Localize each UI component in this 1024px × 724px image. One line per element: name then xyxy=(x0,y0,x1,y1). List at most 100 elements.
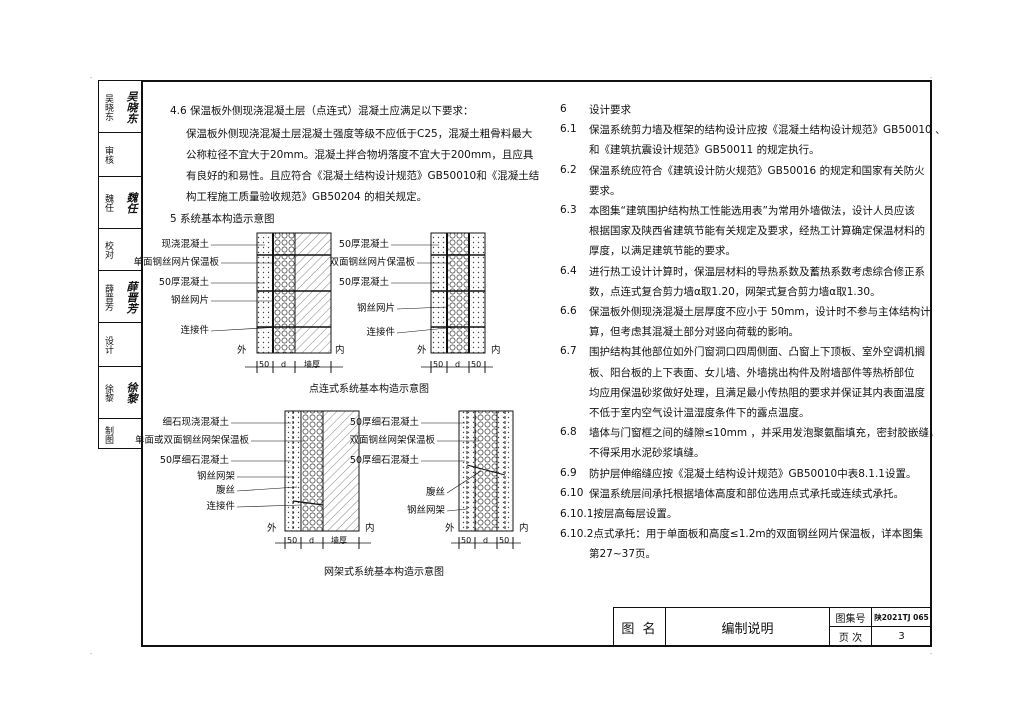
paragraph-line: 构工程施工质量验收规范》GB50204 的相关规定。 xyxy=(186,191,428,203)
outside-label: 外 xyxy=(267,523,277,534)
clause-number: 6.1 xyxy=(560,123,577,136)
inside-label: 内 xyxy=(365,523,375,534)
paragraph-line: 公称粒径不宜大于20mm。混凝土拌合物坍落度不宜大于200mm，且应具 xyxy=(186,149,534,161)
signature-handwriting: 薛晋芳 xyxy=(125,280,138,314)
clause-line: 不得采用水泥砂浆填缝。 xyxy=(589,447,705,460)
clause-line: 围护结构其他部位如外门窗洞口四周侧面、凸窗上下顶板、室外空调机搁 xyxy=(589,346,925,359)
clause-number: 6.7 xyxy=(560,345,577,358)
diagram-label: 连接件 xyxy=(366,327,395,338)
title-name-label: 图 名 xyxy=(614,608,666,646)
signature-cell: 校对 xyxy=(99,229,142,271)
signature-role-label: 校对 xyxy=(103,241,113,259)
clause-line: 本图集“建筑围护结构热工性能选用表”为常用外墙做法，设计人员应该 xyxy=(589,205,915,217)
atlas-number: 陕2021TJ 065 xyxy=(872,608,931,627)
dim-label: d xyxy=(483,536,489,545)
dim-label: d xyxy=(309,536,315,545)
clause-line: 均应用保温砂浆做好处理，且满足最小传热阻的要求并保证其内表面温度 xyxy=(589,386,925,399)
diagram-label: 双面钢丝网架保温板 xyxy=(349,435,435,446)
outside-label: 外 xyxy=(445,523,455,534)
clause-number: 6.9 xyxy=(560,466,577,479)
signature-cell: 设计 xyxy=(99,323,142,367)
dim-label: d xyxy=(455,360,461,369)
dim-label: d xyxy=(281,360,287,369)
clause-line: 进行热工设计计算时，保温层材料的导热系数及蓄热系数考虑综合修正系 xyxy=(589,265,925,278)
outside-label: 外 xyxy=(237,345,247,356)
clause-line: 要求。 xyxy=(589,184,621,197)
diagram-label: 单面或双面钢丝网架保温板 xyxy=(134,435,249,446)
title-name: 编制说明 xyxy=(666,608,830,646)
diagram-label: 现浇混凝土 xyxy=(161,239,209,250)
clause-line: 6.10.1按层高每层设置。 xyxy=(560,508,678,520)
atlas-label: 图集号 xyxy=(830,608,872,627)
signature-role-label: 魏任 xyxy=(103,194,113,212)
dim-label: 50 xyxy=(259,360,270,369)
title-block: 图 名 编制说明 图集号 陕2021TJ 065 页 次 3 xyxy=(613,607,932,647)
clause-number: 6.2 xyxy=(560,163,577,176)
diagram-label: 连接件 xyxy=(206,501,235,512)
signature-role-label: 审核 xyxy=(103,146,113,164)
diagram-label: 细石现浇混凝土 xyxy=(162,417,229,428)
signature-cell: 薛晋芳 薛晋芳 xyxy=(99,271,142,323)
clause-line: 6.10.2点式承托：用于单面板和高度≤1.2m的双面钢丝网片保温板，详本图集 xyxy=(560,528,924,541)
clause-line: 板、阳台板的上下表面、女儿墙、外墙挑出构件及附墙部件等热桥部位 xyxy=(589,366,915,379)
signature-cell: 徐黎徐黎 xyxy=(99,367,142,419)
clause-number: 6.6 xyxy=(560,305,577,317)
dim-label: 50 xyxy=(287,536,298,545)
signature-cell: 制图 xyxy=(99,419,142,450)
diagram-label: 连接件 xyxy=(180,325,209,336)
diagram-point-single xyxy=(210,232,343,373)
paragraph-line: 保温板外侧现浇混凝土层混凝土强度等级不应低于C25，混凝土粗骨料最大 xyxy=(186,128,533,140)
diagram-label: 双面钢丝网片保温板 xyxy=(329,257,415,268)
dim-label: 墙厚 xyxy=(331,536,347,545)
clause-line: 厚度，以满足建筑节能的要求。 xyxy=(589,245,736,258)
signature-handwriting: 徐黎 xyxy=(125,382,138,404)
diagram-label: 50厚混凝土 xyxy=(158,277,209,288)
dim-label: 50 xyxy=(471,360,482,369)
signature-cell: 吴晓东吴晓东 xyxy=(99,81,142,133)
diagram-frame-double xyxy=(421,410,521,549)
clause-line: 算，但考虑其混凝土部分对竖向荷载的影响。 xyxy=(589,326,799,339)
inside-label: 内 xyxy=(519,523,529,534)
construction-diagrams xyxy=(210,232,521,549)
clause-line: 保温系统层间承托根据墙体高度和部位选用点式承托或连续式承托。 xyxy=(589,487,904,500)
clause-line: 和《建筑抗震设计规范》GB50011 的规定执行。 xyxy=(589,144,820,157)
page-label: 页 次 xyxy=(830,627,872,646)
section-5-heading: 5 系统基本构造示意图 xyxy=(170,213,275,225)
paragraph-line: 有良好的和易性。且应符合《混凝土结构设计规范》GB50010和《混凝土结 xyxy=(186,170,540,182)
outside-label: 外 xyxy=(417,345,427,356)
diagram-label: 50厚细石混凝土 xyxy=(349,417,419,428)
signature-strip: 吴晓东吴晓东审核魏任魏任校对薛晋芳薛晋芳设计徐黎徐黎制图 xyxy=(98,80,142,450)
clause-number: 6.4 xyxy=(560,264,577,277)
signature-role-label: 制图 xyxy=(103,425,113,444)
clause-line: 数，点连式复合剪力墙α取1.20，网架式复合剪力墙α取1.30。 xyxy=(589,285,881,298)
clause-line: 设计要求 xyxy=(589,104,631,116)
diagram-label: 钢丝网片 xyxy=(170,295,209,306)
signature-cell: 魏任魏任 xyxy=(99,177,142,229)
drawing-frame xyxy=(141,80,932,647)
diagram-label: 50厚细石混凝土 xyxy=(349,455,419,466)
signature-role-label: 徐黎 xyxy=(103,384,113,402)
clause-line: 保温板外侧现浇混凝土层厚度不应小于 50mm，设计时不参与主体结构计 xyxy=(589,306,931,318)
diagram-point-double xyxy=(391,232,493,373)
dim-label: 50 xyxy=(433,360,444,369)
clause-line: 墙体与门窗框之间的缝隙≤10mm ，并采用发泡聚氨酯填充，密封胶嵌缝， xyxy=(589,427,940,440)
diagram-label: 钢丝网架 xyxy=(196,471,235,482)
diagram-label: 钢丝网架 xyxy=(406,505,445,516)
signature-role-label: 薛晋芳 xyxy=(103,283,113,311)
signature-role-label: 吴晓东 xyxy=(103,93,113,121)
clause-number: 6.8 xyxy=(560,426,577,439)
dim-label: 50 xyxy=(499,536,510,545)
clause-line: 第27~37页。 xyxy=(589,548,657,561)
signature-handwriting: 魏任 xyxy=(125,192,138,214)
diagram-label: 50厚混凝土 xyxy=(338,277,389,288)
clause-line: 保温系统应符合《建筑设计防火规范》GB50016 的规定和国家有关防火 xyxy=(589,164,925,177)
clause-number: 6 xyxy=(560,103,567,115)
diagram-label: 单面钢丝网片保温板 xyxy=(133,257,219,268)
clause-line: 防护层伸缩缝应按《混凝土结构设计规范》GB50010中表8.1.1设置。 xyxy=(589,467,917,480)
diagram-label: 50厚混凝土 xyxy=(338,239,389,250)
signature-cell: 审核 xyxy=(99,133,142,177)
inside-label: 内 xyxy=(335,345,345,356)
clause-number: 6.3 xyxy=(560,204,577,216)
page-number: 3 xyxy=(898,631,905,642)
diagram-caption: 点连式系统基本构造示意图 xyxy=(309,384,429,395)
